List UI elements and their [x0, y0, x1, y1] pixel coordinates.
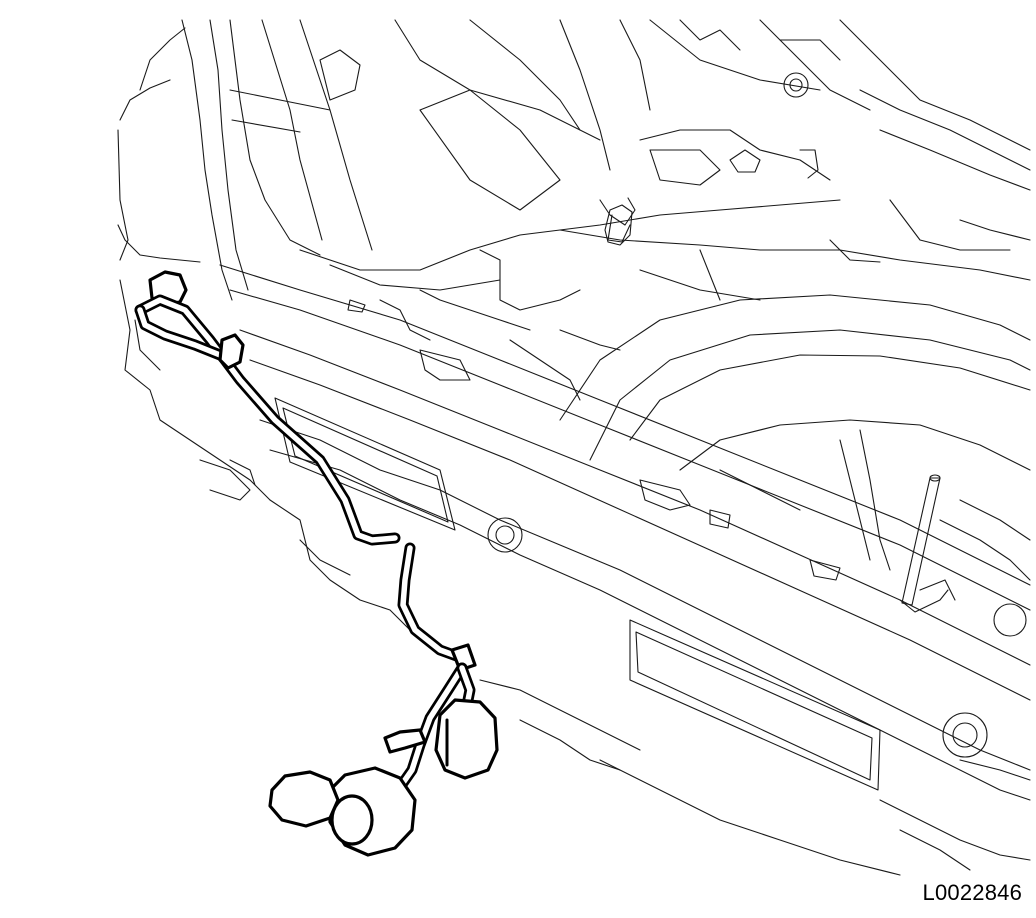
rear-body-structure: [117, 19, 1031, 876]
wiring-harness: [134, 270, 499, 857]
figure-reference-code: L0022846: [922, 880, 1022, 905]
